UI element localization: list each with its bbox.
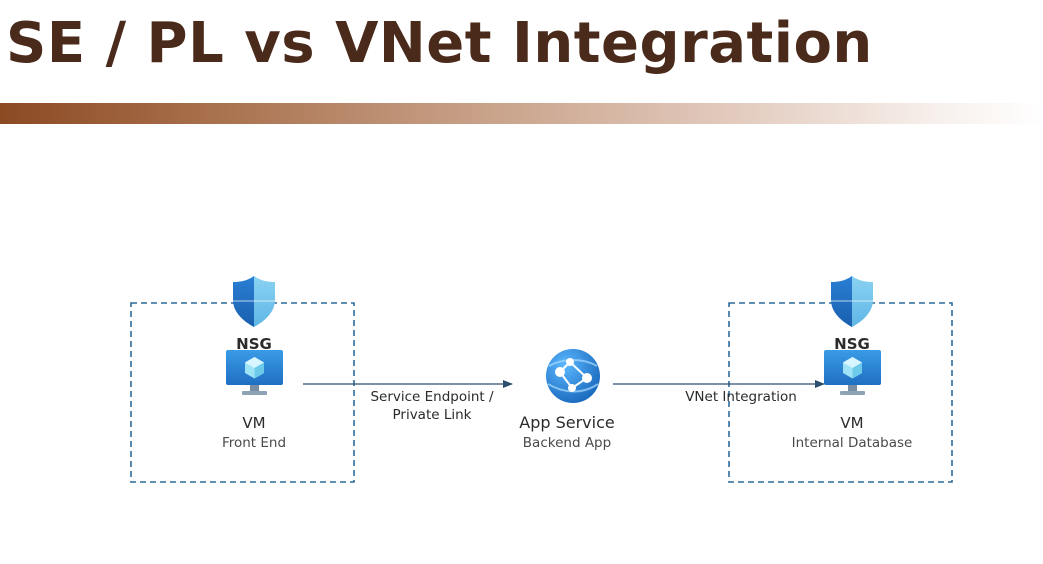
db-nsg-label: NSG <box>834 335 870 353</box>
app-service-name: App Service <box>519 413 614 432</box>
front-vm-role: Front End <box>222 435 286 451</box>
front-vm-name: VM <box>242 414 265 432</box>
title-accent-bar <box>0 103 1043 124</box>
front-nsg-label: NSG <box>236 335 272 353</box>
db-vm-name: VM <box>840 414 863 432</box>
vnet-integration-label: VNet Integration <box>685 389 797 405</box>
app-service-icon <box>546 349 600 403</box>
app-service-role: Backend App <box>523 435 611 451</box>
slide-title: SE / PL vs VNet Integration <box>6 11 873 76</box>
service-endpoint-label-line1: Service Endpoint / <box>370 389 494 405</box>
db-vm-role: Internal Database <box>792 435 913 451</box>
service-endpoint-label-line2: Private Link <box>392 407 471 423</box>
virtual-machine-icon <box>226 350 283 395</box>
shield-icon <box>831 276 873 327</box>
shield-icon <box>233 276 275 327</box>
virtual-machine-icon <box>824 350 881 395</box>
